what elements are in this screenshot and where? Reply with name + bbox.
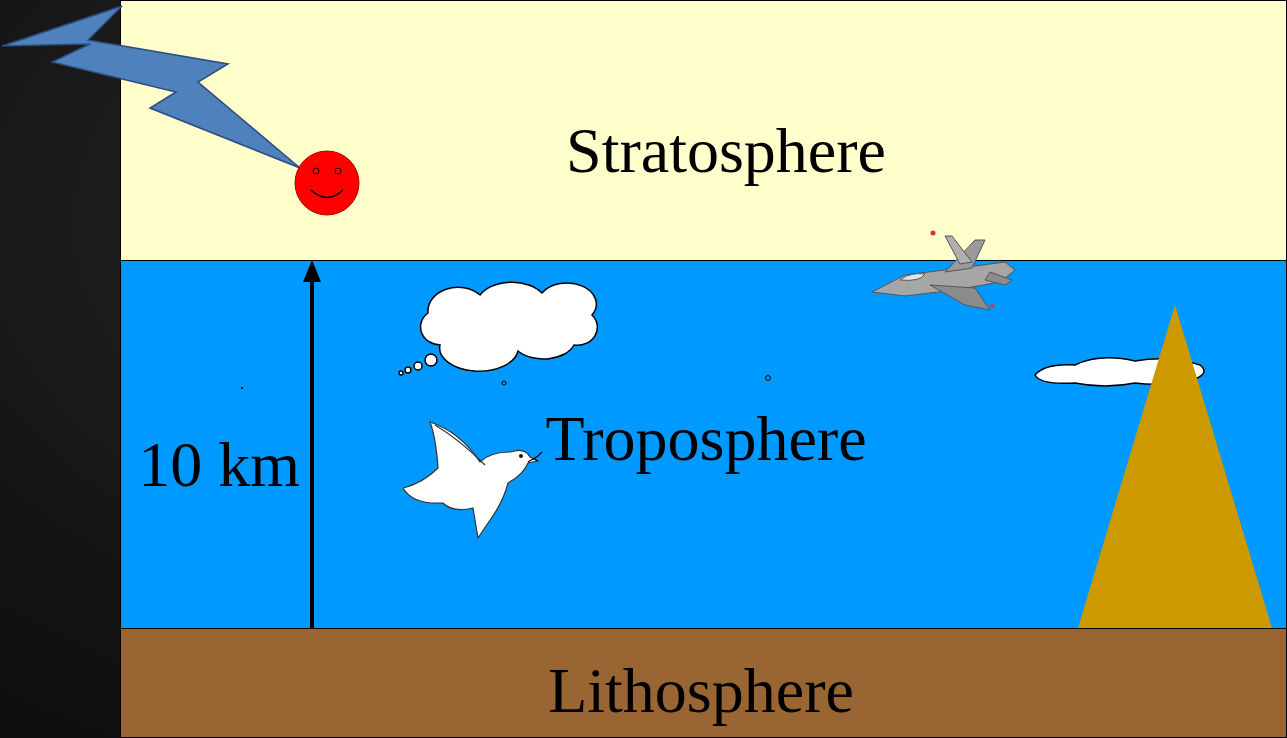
lightning-bolt	[2, 6, 300, 168]
stratosphere-band: Stratosphere	[120, 0, 1287, 261]
dimension-arrow	[310, 280, 314, 628]
smiley-face	[295, 151, 359, 215]
dove	[403, 422, 542, 538]
arrow-head	[303, 260, 321, 282]
mountain	[1078, 305, 1272, 628]
dimension-label: 10 km	[138, 430, 300, 500]
thought-cloud	[399, 282, 597, 375]
lithosphere-band: Lithosphere	[120, 628, 1287, 738]
layer-name: Lithosphere	[548, 656, 854, 726]
layer-name: Troposphere	[545, 404, 866, 474]
layer-name: Stratosphere	[566, 116, 886, 186]
fighter-jet	[872, 231, 1015, 311]
